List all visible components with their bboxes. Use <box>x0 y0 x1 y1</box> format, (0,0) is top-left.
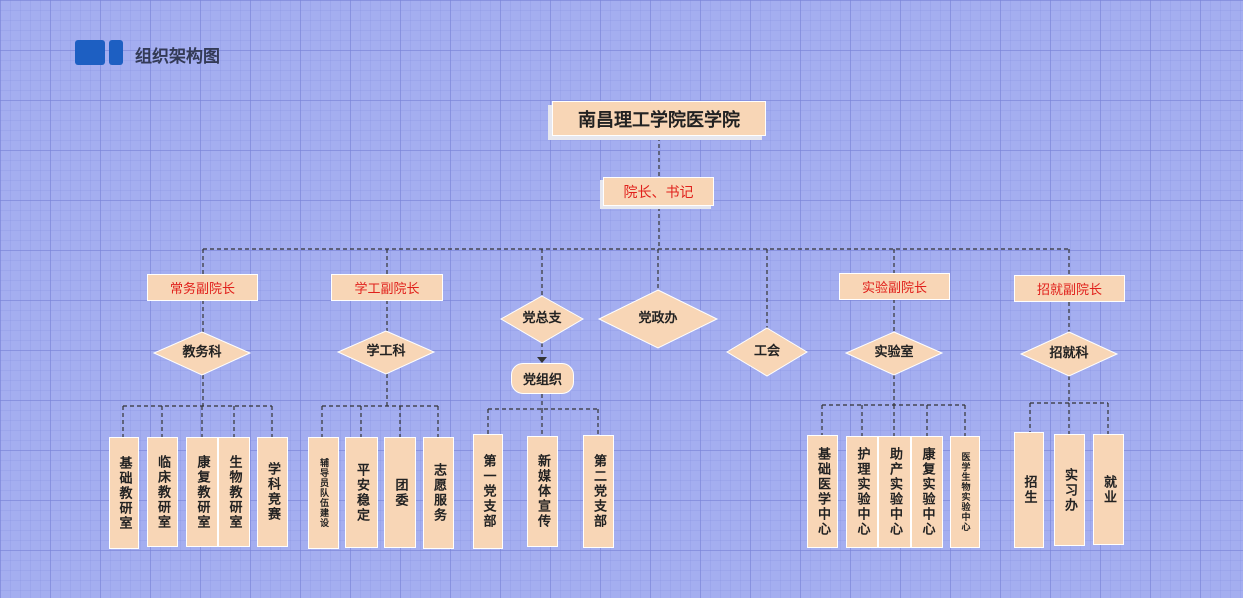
dept-union-label[interactable]: 工会 <box>753 344 780 359</box>
leaf-node[interactable]: 平安稳定 <box>345 437 378 548</box>
vp-lab-node[interactable]: 实验副院长 <box>839 273 950 300</box>
leaf-node[interactable]: 就业 <box>1093 434 1124 545</box>
vp-general-node[interactable]: 常务副院长 <box>147 274 258 301</box>
dept-admission-label[interactable]: 招就科 <box>1049 346 1089 361</box>
diamond-admission <box>1019 331 1119 377</box>
diamond-party-branch <box>499 295 585 344</box>
dean-node[interactable]: 院长、书记 <box>603 177 714 206</box>
logo-icon <box>75 40 123 65</box>
leaf-node[interactable]: 第一党支部 <box>473 434 503 549</box>
leaf-node[interactable]: 基础医学中心 <box>807 435 838 548</box>
diamond-student-affairs <box>336 330 436 375</box>
leaf-node[interactable]: 第二党支部 <box>583 435 614 548</box>
diamond-lab <box>844 331 944 376</box>
dept-party-branch-label[interactable]: 党总支 <box>522 311 562 326</box>
diamond-party-office <box>597 289 719 349</box>
leaf-node[interactable]: 招生 <box>1014 432 1044 548</box>
leaf-node[interactable]: 生物教研室 <box>218 437 250 547</box>
party-org-node[interactable]: 党组织 <box>511 363 574 394</box>
leaf-node[interactable]: 辅导员队伍建设 <box>308 437 339 549</box>
leaf-node[interactable]: 新媒体宣传 <box>527 436 558 547</box>
leaf-node[interactable]: 助产实验中心 <box>878 436 911 548</box>
leaf-node[interactable]: 志愿服务 <box>423 437 454 549</box>
dept-lab-label[interactable]: 实验室 <box>874 345 914 360</box>
page-title: 组织架构图 <box>135 47 220 67</box>
root-node[interactable]: 南昌理工学院医学院 <box>552 101 766 136</box>
dept-student-affairs-label[interactable]: 学工科 <box>366 344 406 359</box>
vp-student-node[interactable]: 学工副院长 <box>331 274 443 301</box>
leaf-node[interactable]: 临床教研室 <box>147 437 178 547</box>
vp-admission-node[interactable]: 招就副院长 <box>1014 275 1125 302</box>
leaf-node[interactable]: 康复实验中心 <box>911 436 943 548</box>
leaf-node[interactable]: 护理实验中心 <box>846 436 878 548</box>
dept-academic-label[interactable]: 教务科 <box>182 345 222 360</box>
leaf-node[interactable]: 团委 <box>384 437 416 548</box>
diamond-union <box>726 327 808 377</box>
leaf-node[interactable]: 医学生物实验中心 <box>950 436 980 548</box>
dept-party-office-label[interactable]: 党政办 <box>638 311 678 326</box>
leaf-node[interactable]: 康复教研室 <box>186 437 218 547</box>
leaf-node[interactable]: 实习办 <box>1054 434 1085 546</box>
leaf-node[interactable]: 基础教研室 <box>109 437 139 549</box>
leaf-node[interactable]: 学科竞赛 <box>257 437 288 547</box>
diamond-academic <box>152 331 252 376</box>
